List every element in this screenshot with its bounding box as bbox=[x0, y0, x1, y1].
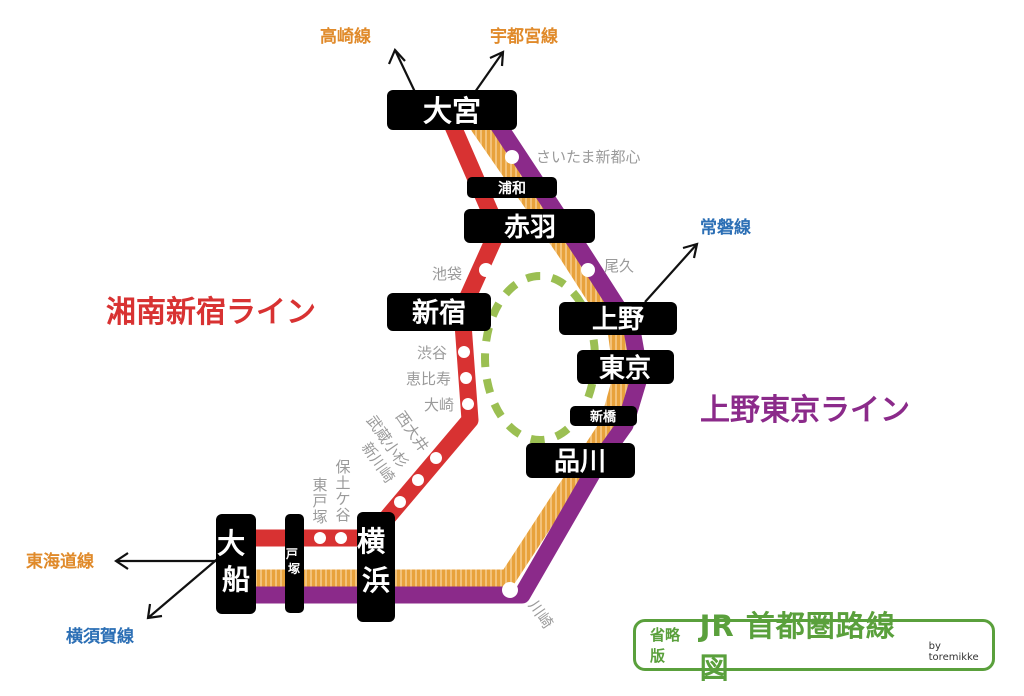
station-shinagawa[interactable]: 品川 bbox=[526, 443, 635, 478]
label-yokosuka-line: 横須賀線 bbox=[66, 626, 134, 647]
label-osaki: 大崎 bbox=[424, 396, 454, 414]
ofuna-char-2: 船 bbox=[222, 563, 250, 596]
dot-nishi-oi bbox=[430, 452, 442, 464]
title-prefix: 省略版 bbox=[650, 626, 681, 665]
title-credit: by toremikke bbox=[928, 641, 979, 663]
higashi-totsuka-text-char: 塚 bbox=[312, 508, 327, 526]
station-totsuka-label: 戸 塚 bbox=[286, 547, 302, 576]
dot-oku bbox=[581, 263, 595, 277]
station-ofuna[interactable]: 大 船 bbox=[216, 514, 256, 614]
dot-shin-kawasaki bbox=[394, 496, 406, 508]
label-shonan-shinjuku-line: 湘南新宿ライン bbox=[106, 295, 316, 330]
higashi-totsuka-text-char: 戸 bbox=[312, 492, 327, 510]
label-higashi-totsuka: 東戸塚 bbox=[312, 476, 327, 526]
label-kawasaki: 川崎 bbox=[525, 597, 557, 632]
arrow-joban bbox=[644, 243, 698, 303]
station-omiya[interactable]: 大宮 bbox=[387, 90, 517, 130]
label-ueno-tokyo-line: 上野東京ライン bbox=[700, 393, 910, 428]
station-ueno-label: 上野 bbox=[592, 305, 644, 335]
totsuka-char-2: 塚 bbox=[288, 562, 300, 576]
station-shinjuku[interactable]: 新宿 bbox=[387, 293, 491, 331]
arrow-yokosuka bbox=[147, 549, 229, 619]
label-takasaki-line: 高崎線 bbox=[320, 26, 371, 47]
station-totsuka[interactable]: 戸 塚 bbox=[285, 514, 304, 613]
dot-saitama-shintoshin bbox=[505, 150, 519, 164]
station-omiya-label: 大宮 bbox=[423, 94, 481, 128]
label-oku: 尾久 bbox=[604, 257, 634, 275]
title-box: 省略版 JR 首都圏路線図 by toremikke bbox=[633, 609, 995, 685]
station-tokyo-label: 東京 bbox=[599, 353, 651, 384]
station-urawa-label: 浦和 bbox=[498, 180, 526, 197]
title-main: JR 首都圏路線図 bbox=[699, 609, 896, 685]
direction-arrows bbox=[114, 47, 699, 620]
higashi-totsuka-text-char: 東 bbox=[312, 476, 327, 494]
station-shimbashi-label: 新橋 bbox=[590, 409, 617, 425]
arrow-tokaido-head bbox=[114, 552, 129, 570]
label-hodogaya: 保土ケ谷 bbox=[335, 458, 350, 524]
arrow-takasaki bbox=[394, 49, 416, 93]
station-ofuna-label: 大 船 bbox=[217, 527, 255, 596]
station-akabane[interactable]: 赤羽 bbox=[464, 209, 595, 243]
dot-osaki bbox=[462, 398, 474, 410]
arrow-utsunomiya-head bbox=[489, 50, 505, 67]
label-joban-line: 常磐線 bbox=[700, 217, 751, 238]
station-shinagawa-label: 品川 bbox=[554, 447, 606, 477]
dot-higashi-totsuka bbox=[314, 532, 326, 544]
yokohama-char-2: 浜 bbox=[362, 564, 390, 597]
arrow-utsunomiya bbox=[474, 51, 504, 93]
label-ebisu: 恵比寿 bbox=[406, 370, 451, 388]
label-saitama-shintoshin: さいたま新都心 bbox=[536, 148, 641, 166]
hodogaya-text-char: 保 bbox=[335, 458, 350, 476]
station-shimbashi[interactable]: 新橋 bbox=[570, 406, 637, 426]
arrow-takasaki-head bbox=[387, 47, 406, 65]
station-urawa[interactable]: 浦和 bbox=[467, 177, 557, 198]
station-yokohama[interactable]: 横 浜 bbox=[357, 512, 395, 622]
arrow-yokosuka-head bbox=[146, 603, 163, 620]
dot-hodogaya bbox=[335, 532, 347, 544]
label-shibuya: 渋谷 bbox=[417, 344, 447, 362]
station-ueno[interactable]: 上野 bbox=[559, 302, 677, 335]
yokohama-char-1: 横 bbox=[357, 525, 385, 558]
dot-ebisu bbox=[460, 372, 472, 384]
dot-musashi-kosugi bbox=[412, 474, 424, 486]
hodogaya-text-char: ケ bbox=[335, 490, 350, 508]
station-shinjuku-label: 新宿 bbox=[412, 297, 466, 329]
label-ikebukuro: 池袋 bbox=[432, 265, 462, 283]
label-tokaido-line: 東海道線 bbox=[26, 551, 94, 572]
dot-shibuya bbox=[458, 346, 470, 358]
line-orange bbox=[254, 103, 631, 587]
station-akabane-label: 赤羽 bbox=[504, 213, 556, 243]
totsuka-char-1: 戸 bbox=[286, 547, 298, 561]
station-yokohama-label: 横 浜 bbox=[357, 525, 395, 597]
minor-station-dots bbox=[314, 150, 595, 598]
arrow-joban-head bbox=[682, 242, 699, 259]
dot-ikebukuro bbox=[479, 263, 493, 277]
station-tokyo[interactable]: 東京 bbox=[577, 350, 674, 384]
ofuna-char-1: 大 bbox=[217, 527, 245, 560]
hodogaya-text-char: 谷 bbox=[335, 506, 350, 524]
label-utsunomiya-line: 宇都宮線 bbox=[490, 26, 558, 47]
hodogaya-text-char: 土 bbox=[335, 474, 350, 492]
dot-kawasaki bbox=[502, 582, 518, 598]
